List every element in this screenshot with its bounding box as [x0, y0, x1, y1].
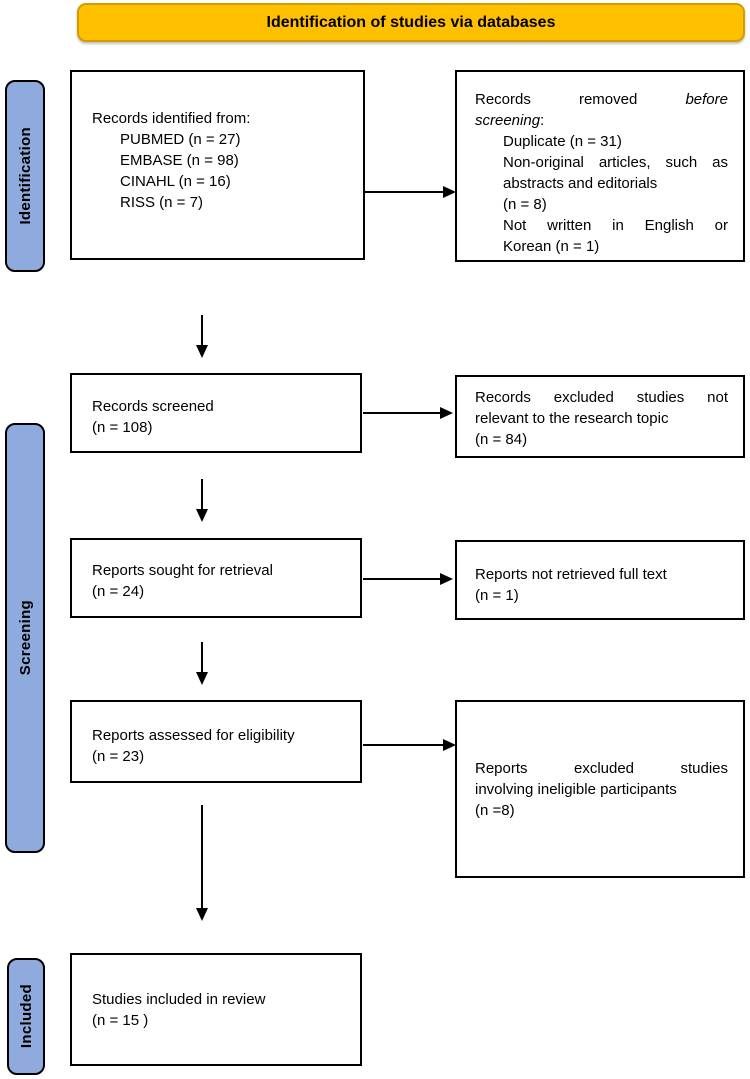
reports-sought-count: (n = 24)	[92, 583, 145, 600]
rail-screening-label: Screening	[16, 600, 34, 676]
rail-identification: Identification	[5, 80, 45, 272]
banner-title: Identification of studies via databases	[266, 13, 556, 31]
reports-assessed-box: Reports assessed for eligibility (n = 23…	[70, 700, 362, 783]
records-excluded-line2: relevant to the research topic	[475, 410, 669, 427]
studies-included-line1: Studies included in review	[92, 991, 266, 1008]
arrow-line	[201, 315, 203, 347]
records-excluded-box: Records excluded studies not relevant to…	[455, 375, 745, 458]
rail-identification-label: Identification	[16, 127, 34, 225]
studies-included-box: Studies included in review (n = 15 )	[70, 953, 362, 1066]
records-identified-item-embase: EMBASE (n = 98)	[120, 152, 239, 169]
arrow-line	[201, 642, 203, 673]
arrow-line	[363, 578, 441, 580]
arrow-head-right-icon	[440, 573, 453, 585]
reports-excluded-box: Reports excluded studies involving ineli…	[455, 700, 745, 878]
records-removed-colon: :	[540, 112, 545, 129]
arrow-head-down-icon	[196, 672, 208, 685]
records-excluded-line1: Records excluded studies not	[475, 389, 728, 406]
reports-assessed-count: (n = 23)	[92, 748, 145, 765]
reports-excluded-line2: involving ineligible participants	[475, 781, 677, 798]
arrow-head-right-icon	[440, 407, 453, 419]
records-identified-item-pubmed: PUBMED (n = 27)	[120, 131, 241, 148]
reports-sought-box: Reports sought for retrieval (n = 24)	[70, 538, 362, 618]
records-removed-line1: Records removed before	[475, 89, 728, 110]
records-identified-item-riss: RISS (n = 7)	[120, 194, 203, 211]
studies-included-count: (n = 15 )	[92, 1012, 149, 1029]
arrow-line	[363, 191, 443, 193]
records-removed-item-nonoriginal-1: Non-original articles, such as	[503, 154, 728, 171]
records-removed-line2: screening:	[475, 110, 728, 131]
records-removed-screening: screening	[475, 112, 541, 129]
arrow-line	[363, 744, 443, 746]
records-removed-lead: Records removed	[475, 91, 638, 108]
rail-included-label: Included	[17, 984, 35, 1049]
records-removed-item-language-1: Not written in English or	[503, 217, 728, 234]
reports-excluded-count: (n =8)	[475, 802, 515, 819]
reports-excluded-line1: Reports excluded studies	[475, 760, 728, 777]
records-screened-line1: Records screened	[92, 398, 214, 415]
arrow-line	[201, 805, 203, 910]
records-identified-item-cinahl: CINAHL (n = 16)	[120, 173, 231, 190]
records-screened-count: (n = 108)	[92, 419, 153, 436]
arrow-head-right-icon	[443, 186, 456, 198]
rail-screening: Screening	[5, 423, 45, 853]
arrow-head-down-icon	[196, 345, 208, 358]
records-screened-box: Records screened (n = 108)	[70, 373, 362, 453]
records-excluded-count: (n = 84)	[475, 431, 528, 448]
arrow-head-down-icon	[196, 509, 208, 522]
records-identified-box: Records identified from: PUBMED (n = 27)…	[70, 70, 365, 260]
reports-sought-line1: Reports sought for retrieval	[92, 562, 273, 579]
reports-not-retrieved-box: Reports not retrieved full text (n = 1)	[455, 540, 745, 620]
reports-not-retrieved-count: (n = 1)	[475, 587, 519, 604]
records-removed-box: Records removed before screening: Duplic…	[455, 70, 745, 262]
arrow-head-right-icon	[443, 739, 456, 751]
arrow-line	[363, 412, 441, 414]
records-removed-item-language-2: Korean (n = 1)	[503, 238, 600, 255]
records-removed-item-nonoriginal-2: abstracts and editorials	[503, 175, 658, 192]
banner: Identification of studies via databases	[77, 3, 745, 42]
arrow-head-down-icon	[196, 908, 208, 921]
records-removed-item-duplicate: Duplicate (n = 31)	[503, 133, 622, 150]
records-removed-before: before	[685, 91, 728, 108]
arrow-line	[201, 479, 203, 510]
records-removed-item-nonoriginal-n: (n = 8)	[503, 196, 547, 213]
rail-included: Included	[7, 958, 45, 1075]
records-identified-title: Records identified from:	[92, 110, 251, 127]
reports-assessed-line1: Reports assessed for eligibility	[92, 727, 295, 744]
reports-not-retrieved-line1: Reports not retrieved full text	[475, 566, 667, 583]
